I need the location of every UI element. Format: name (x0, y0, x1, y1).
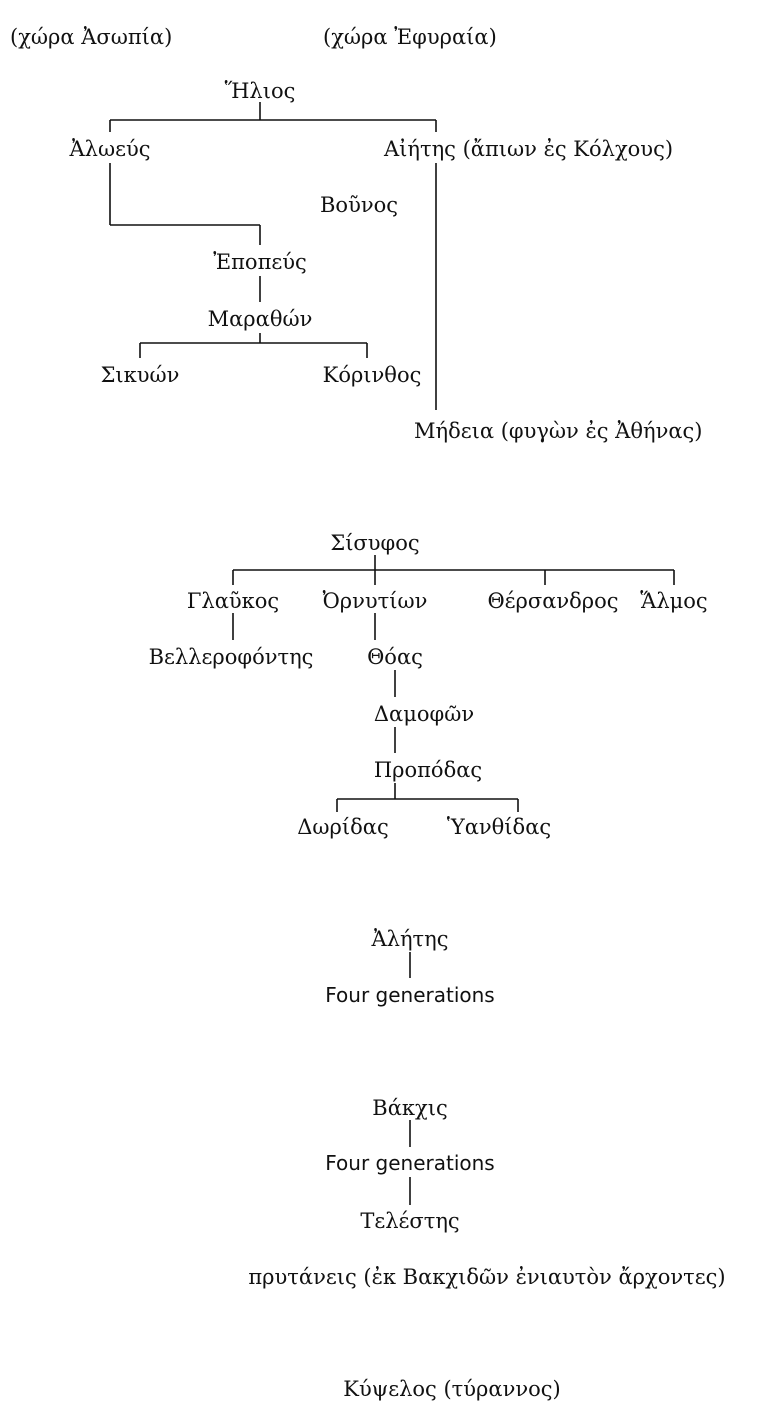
node-sikyon: Σικυών (100, 363, 180, 387)
node-aletes-generations: Four generations (325, 983, 495, 1007)
node-thersandros: Θέρσανδρος (487, 589, 619, 613)
node-doridas: Δωρίδας (297, 815, 389, 839)
node-medeia: Μήδεια (φυγὼν ἐς Ἀθήνας) (414, 419, 703, 443)
node-bakchis-generations: Four generations (325, 1151, 495, 1175)
region-asopia-label: (χώρα Ἀσωπία) (10, 25, 173, 49)
node-prytaneis: πρυτάνεις (ἐκ Βακχιδῶν ἐνιαυτὸν ἄρχοντες… (248, 1265, 726, 1289)
node-bakchis: Βάκχις (372, 1096, 448, 1120)
node-aloeus: Ἀλωεύς (69, 137, 151, 161)
node-almos: Ἅλμος (640, 589, 708, 613)
node-korinthos: Κόρινθος (322, 363, 422, 387)
node-helios: Ἥλιος (224, 79, 296, 103)
node-aietes: Αἰήτης (ἄπιων ἐς Κόλχους) (384, 137, 674, 161)
node-glaukos: Γλαῦκος (186, 589, 280, 613)
node-damophon: Δαμοφῶν (373, 702, 475, 726)
node-aletes: Ἀλήτης (371, 927, 449, 951)
region-ephyraia-label: (χώρα Ἐφυραία) (323, 25, 497, 49)
node-telestes: Τελέστης (360, 1209, 460, 1233)
node-kypselos: Κύψελος (τύραννος) (343, 1377, 561, 1401)
node-hyanthidas: Ὑανθίδας (446, 815, 552, 839)
node-sisyphos: Σίσυφος (330, 531, 420, 555)
node-propodas: Προπόδας (373, 758, 483, 782)
node-epopeus: Ἐποπεύς (213, 250, 307, 274)
node-bounos: Βοῦνος (320, 193, 399, 217)
node-ornytion: Ὀρνυτίων (322, 589, 428, 613)
node-thoas: Θόας (367, 645, 423, 669)
node-marathon: Μαραθών (207, 307, 313, 331)
node-bellerophontes: Βελλεροφόντης (148, 645, 314, 669)
